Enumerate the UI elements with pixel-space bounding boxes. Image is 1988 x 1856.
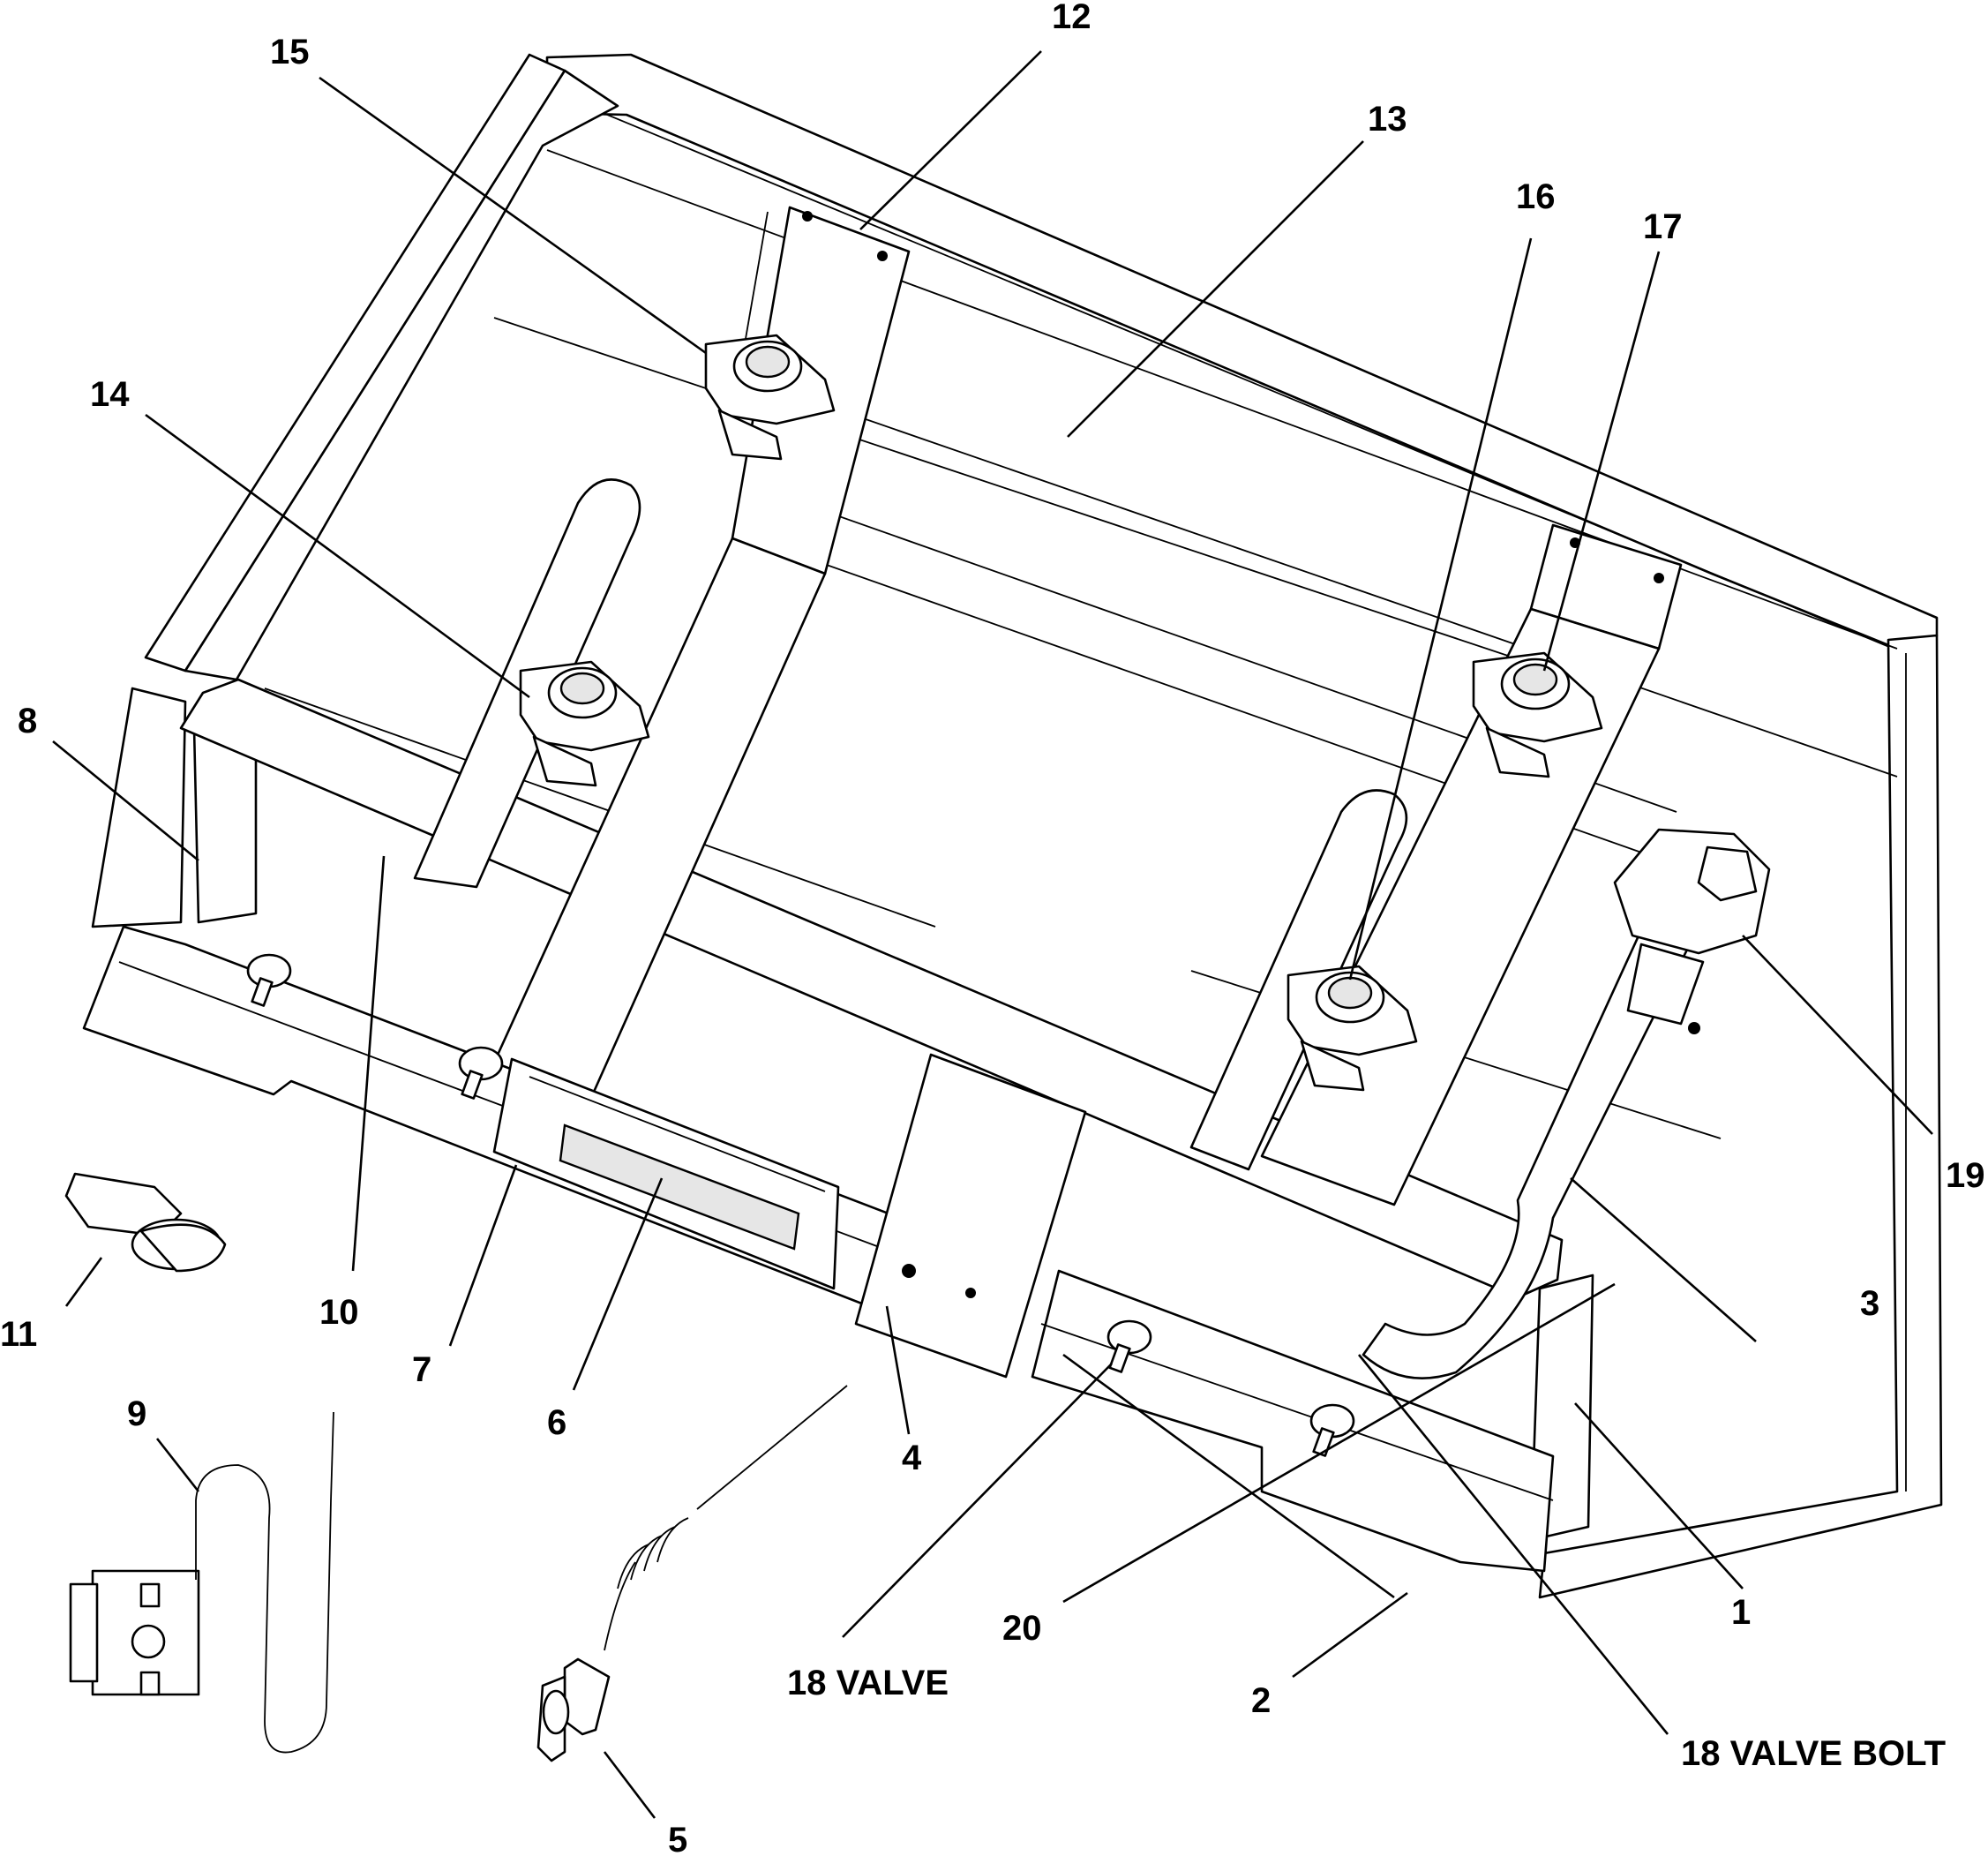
callout-8: 8 bbox=[18, 702, 37, 740]
callout-12: 12 bbox=[1052, 0, 1092, 36]
valve-knob-3 bbox=[1107, 1319, 1152, 1373]
callout-6: 6 bbox=[547, 1403, 566, 1442]
burner-valve-17 bbox=[1472, 651, 1603, 778]
igniter-panel bbox=[492, 1057, 840, 1290]
callout-10: 10 bbox=[319, 1293, 359, 1332]
callout-19: 19 bbox=[1946, 1156, 1985, 1195]
callout-16: 16 bbox=[1516, 177, 1556, 216]
burner-valve-16 bbox=[1287, 965, 1418, 1092]
callout-20: 20 bbox=[1002, 1609, 1042, 1648]
callout-7: 7 bbox=[412, 1350, 431, 1389]
valve-knob-4 bbox=[1309, 1403, 1355, 1457]
gas-regulator bbox=[1613, 828, 1771, 1034]
spark-switch bbox=[64, 1172, 227, 1273]
callout-17: 17 bbox=[1643, 207, 1683, 246]
callout-2: 2 bbox=[1251, 1681, 1271, 1720]
callout-4: 4 bbox=[902, 1439, 922, 1477]
callout-18-valve-bolt: 18 VALVE BOLT bbox=[1681, 1734, 1946, 1773]
callout-11: 11 bbox=[0, 1315, 37, 1354]
callout-15: 15 bbox=[270, 33, 310, 71]
center-bracket bbox=[854, 1053, 1087, 1379]
callout-5: 5 bbox=[668, 1821, 687, 1856]
valve-knob-1 bbox=[246, 953, 292, 1007]
cabinet-frame bbox=[91, 53, 1943, 1599]
burner-valve-15 bbox=[704, 334, 836, 461]
thermostat bbox=[69, 1411, 334, 1754]
callout-18-valve: 18 VALVE bbox=[787, 1664, 949, 1702]
leader-lines bbox=[52, 50, 1933, 1819]
igniter bbox=[536, 1385, 848, 1762]
callout-3: 3 bbox=[1860, 1284, 1879, 1323]
callout-9: 9 bbox=[127, 1394, 146, 1433]
burner-bracket-right bbox=[1260, 523, 1683, 1206]
callout-14: 14 bbox=[90, 375, 130, 414]
burner-valve-14 bbox=[519, 660, 650, 787]
callout-1: 1 bbox=[1731, 1593, 1751, 1632]
callout-13: 13 bbox=[1368, 100, 1407, 139]
valve-knob-2 bbox=[458, 1046, 504, 1100]
